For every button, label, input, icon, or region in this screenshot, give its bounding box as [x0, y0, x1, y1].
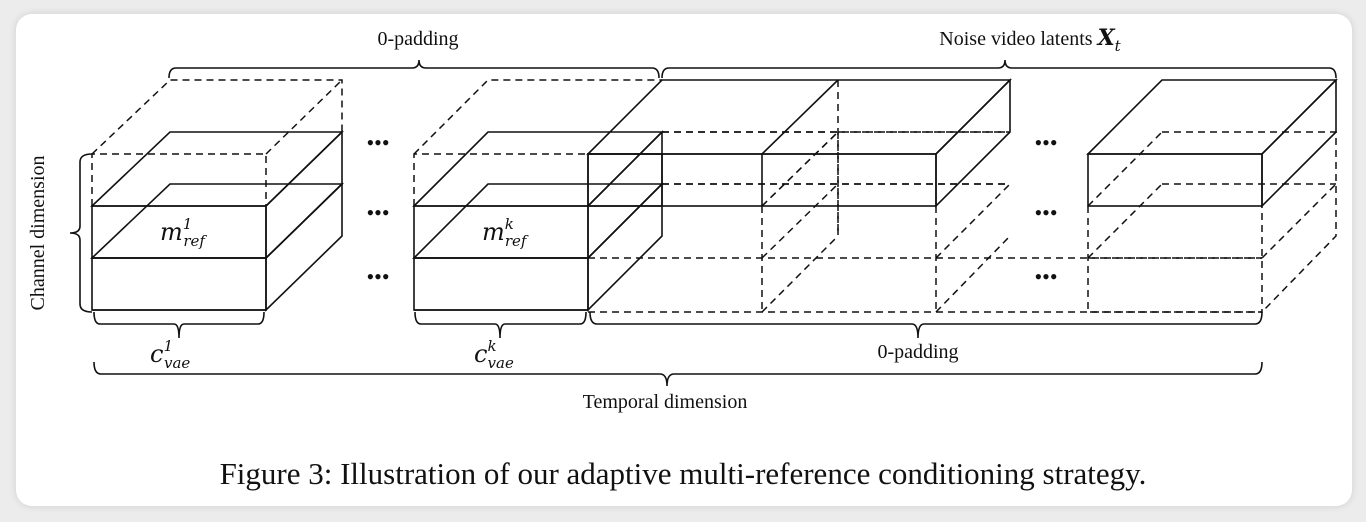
- ellipsis-group-2: ••• ••• •••: [1034, 130, 1057, 289]
- svg-text:•••: •••: [1034, 130, 1057, 155]
- top-padding-brace: [168, 59, 660, 79]
- svg-text:•••: •••: [1034, 264, 1057, 289]
- top-padding-label: 0-padding: [377, 28, 458, 50]
- svg-text:•••: •••: [366, 200, 389, 225]
- svg-text:•••: •••: [366, 130, 389, 155]
- temporal-dimension-label: Temporal dimension: [583, 391, 748, 413]
- bottom-padding-brace: [589, 311, 1263, 339]
- svg-text:•••: •••: [366, 264, 389, 289]
- noise-latent-last-frame: [1086, 78, 1338, 313]
- noise-latents-brace: [661, 59, 1337, 79]
- ellipsis-group-1: ••• ••• •••: [366, 130, 389, 289]
- noise-latents-label: Noise video latents Xt: [939, 25, 1121, 55]
- vae-k-brace: [414, 311, 587, 339]
- temporal-dimension-brace: [93, 361, 1263, 387]
- channel-dimension-brace: [69, 153, 93, 313]
- svg-text:•••: •••: [1034, 200, 1057, 225]
- noise-latent-frames: [586, 78, 1262, 313]
- figure-caption: Figure 3: Illustration of our adaptive m…: [219, 456, 1147, 491]
- channel-dimension-label: Channel dimension: [27, 156, 49, 311]
- bottom-padding-label: 0-padding: [877, 341, 958, 363]
- vae-1-brace: [93, 311, 265, 339]
- figure-card: [16, 14, 1352, 506]
